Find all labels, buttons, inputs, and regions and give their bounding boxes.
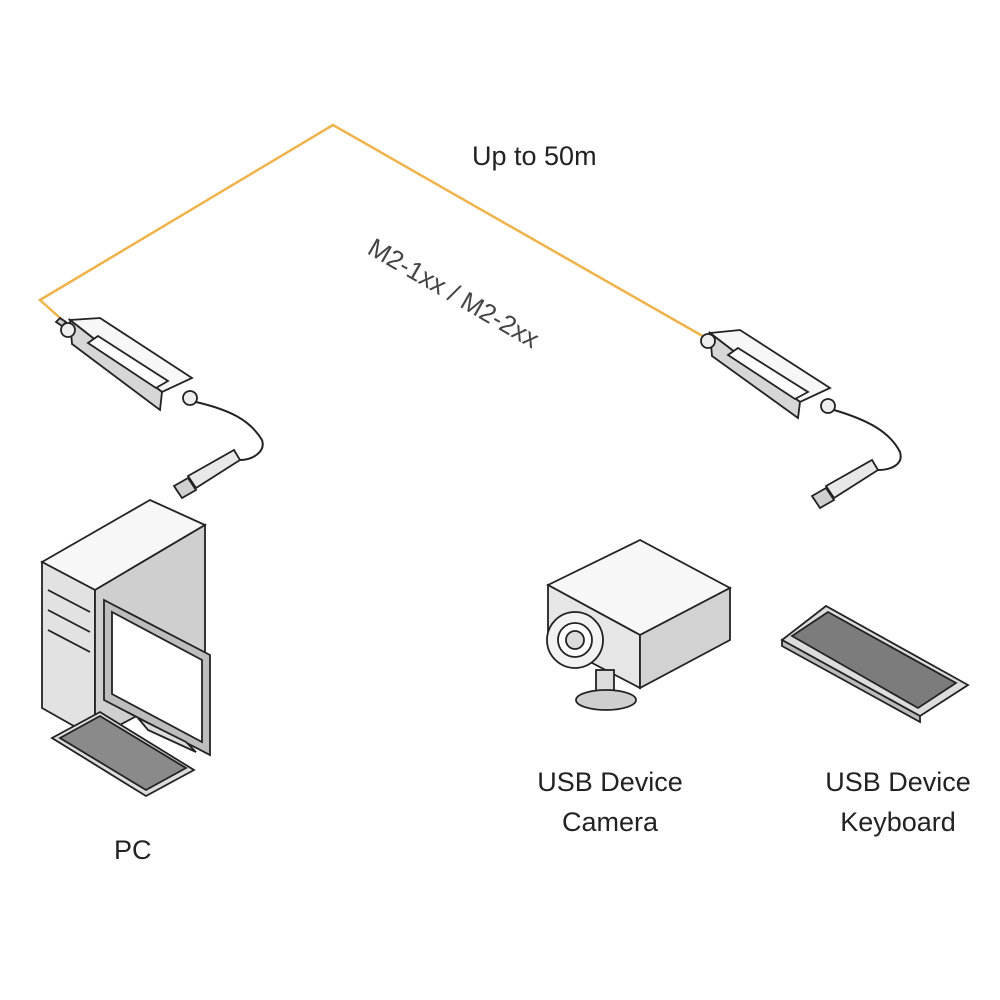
camera-icon <box>546 538 732 711</box>
pc-icon <box>40 498 211 798</box>
keyboard-label-line1: USB Device <box>825 767 971 797</box>
extender-right <box>700 329 902 510</box>
keyboard-icon <box>780 604 970 724</box>
extender-left <box>54 316 264 500</box>
pc-label: PC <box>114 835 152 865</box>
keyboard-label-line2: Keyboard <box>840 807 956 837</box>
camera-label-line2: Camera <box>561 807 659 837</box>
distance-label: Up to 50m <box>472 141 597 171</box>
camera-label: USB Device Camera <box>510 762 710 842</box>
fiber-cable <box>37 123 707 340</box>
camera-label-line1: USB Device <box>537 767 683 797</box>
keyboard-label: USB Device Keyboard <box>800 762 996 842</box>
